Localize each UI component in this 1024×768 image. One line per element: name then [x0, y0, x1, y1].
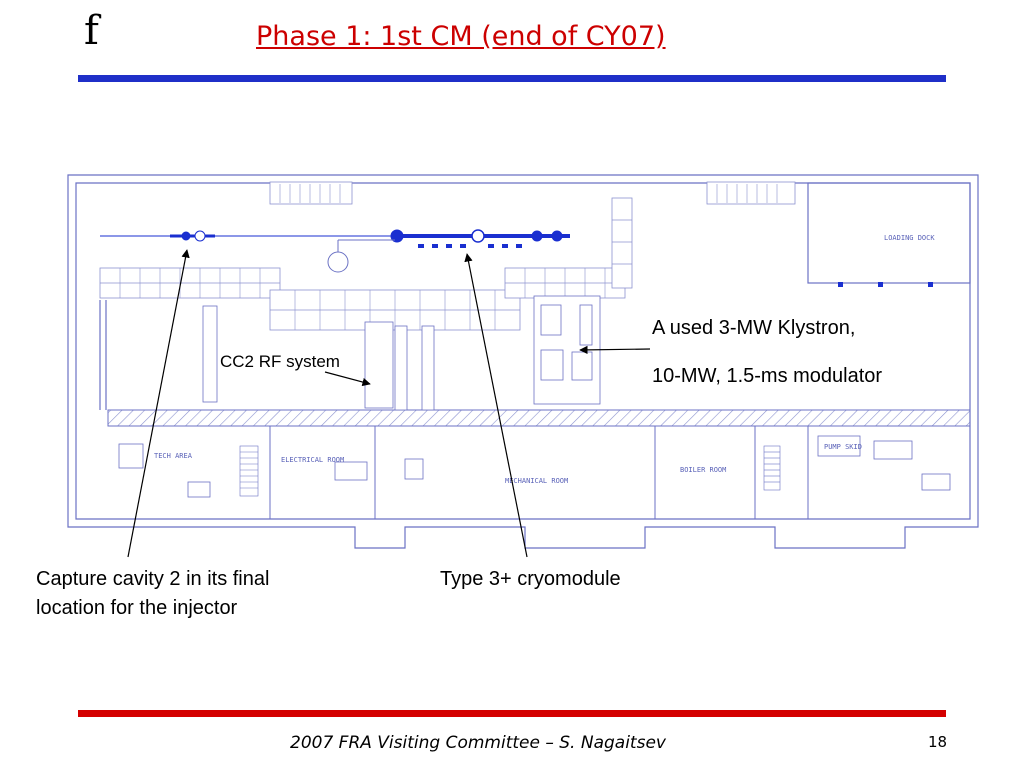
loading-dock-doors — [838, 282, 933, 287]
annotation-arrows — [127, 249, 651, 558]
room-walls — [269, 426, 809, 519]
block-grid — [119, 184, 778, 330]
top-rule — [78, 75, 946, 82]
slide-title: Phase 1: 1st CM (end of CY07) — [256, 21, 666, 52]
fermilab-logo: f — [84, 8, 99, 54]
bottom-rule — [78, 710, 946, 717]
equipment-racks — [118, 295, 951, 498]
room-label-pump-skid: PUMP SKID — [824, 443, 862, 451]
room-label-electrical: ELECTRICAL ROOM — [281, 456, 344, 464]
slide-footer: 2007 FRA Visiting Committee – S. Nagaits… — [290, 733, 666, 753]
hatched-wall — [107, 409, 971, 427]
room-label-mechanical: MECHANICAL ROOM — [505, 477, 568, 485]
cryomodule-feet — [418, 244, 522, 248]
page-number: 18 — [928, 733, 948, 751]
room-label-boiler: BOILER ROOM — [680, 466, 726, 474]
annotation-capture-cavity-line2: location for the injector — [36, 597, 238, 619]
annotation-capture-cavity-line1: Capture cavity 2 in its final — [36, 568, 270, 590]
stairs — [239, 445, 781, 497]
room-label-tech-area: TECH AREA — [154, 452, 193, 460]
annotation-cc2-rf-system: CC2 RF system — [220, 352, 340, 371]
beamline — [100, 229, 570, 273]
annotation-cryomodule: Type 3+ cryomodule — [440, 568, 621, 590]
annotation-klystron: A used 3-MW Klystron, — [652, 317, 856, 339]
annotation-modulator: 10-MW, 1.5-ms modulator — [652, 365, 883, 387]
room-label-loading-dock: LOADING DOCK — [884, 234, 935, 242]
building-outline — [67, 174, 979, 549]
